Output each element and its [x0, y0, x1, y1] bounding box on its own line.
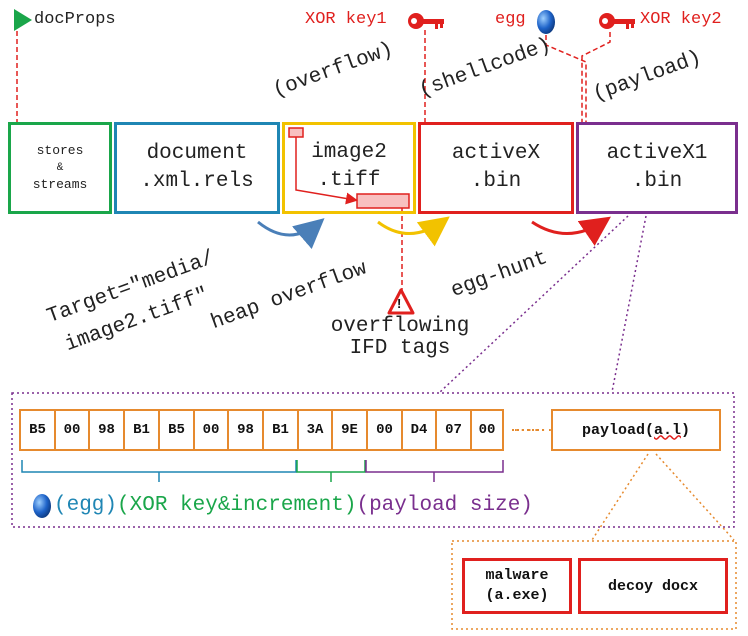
- egg-hunt-arrow: [531, 216, 611, 246]
- legend-egg-icon: [33, 494, 51, 518]
- activex1-line1: activeX1: [606, 142, 708, 165]
- hex-byte: 9E: [333, 411, 368, 449]
- legend-egg: (egg): [54, 494, 118, 517]
- decoy-docx-box: decoy docx: [578, 558, 728, 614]
- shellcode-arrow: [377, 216, 450, 247]
- payload-legend: (egg)(XOR key&increment)(payload size): [54, 494, 533, 517]
- zoom-line-left: [439, 215, 629, 393]
- legend-xor: (XOR key&increment): [117, 494, 357, 517]
- ifd-line1: overflowing: [330, 315, 470, 338]
- xor-key2-label: XOR key2: [640, 10, 722, 29]
- key2-dashed-line: [581, 32, 611, 122]
- egg-icon: [537, 10, 555, 34]
- document-line2: .xml.rels: [140, 170, 254, 193]
- xor-brace: [296, 460, 366, 482]
- warning-glyph: !: [397, 296, 402, 311]
- hex-ellipsis: ......: [512, 420, 554, 435]
- stores-line3: streams: [32, 177, 88, 192]
- image2-line2: .tiff: [317, 169, 381, 192]
- image2-tiff-box: image2 .tiff: [282, 122, 416, 214]
- hex-byte: B5: [21, 411, 56, 449]
- overflow-inner-arrow: [295, 137, 358, 205]
- payload-name-box: payload(a.l): [551, 409, 721, 451]
- hex-byte: 00: [368, 411, 403, 449]
- warning-icon: [387, 288, 415, 315]
- payload-zoom-left: [591, 453, 649, 541]
- hex-byte: 98: [90, 411, 125, 449]
- activex-bin-box: activeX .bin: [418, 122, 574, 214]
- size-brace: [365, 460, 504, 482]
- image2-line1: image2: [311, 141, 387, 164]
- xor-key1-label: XOR key1: [305, 10, 387, 29]
- activex-line2: .bin: [470, 170, 522, 193]
- hex-bytes-row: B5 00 98 B1 B5 00 98 B1 3A 9E 00 D4 07 0…: [19, 409, 504, 451]
- ifd-tags-label: overflowing IFD tags: [300, 316, 500, 360]
- payload-suffix: ): [681, 421, 691, 439]
- stores-streams-box: stores & streams: [8, 122, 112, 214]
- payload-zoom-right: [655, 453, 735, 541]
- ifd-line2: IFD tags: [349, 337, 451, 360]
- hex-byte: 00: [478, 422, 496, 438]
- docprops-label: docProps: [34, 10, 116, 29]
- egg-dashed-line: [545, 35, 587, 122]
- hex-byte: 00: [195, 411, 229, 449]
- activex1-line2: .bin: [631, 170, 683, 193]
- egg-label: egg: [495, 10, 526, 29]
- activex-line1: activeX: [451, 142, 541, 165]
- key2-icon: [599, 13, 635, 29]
- legend-size: (payload size): [356, 494, 533, 517]
- hex-byte: 3A: [299, 411, 333, 449]
- heap-overflow-arrow: [257, 218, 325, 250]
- egg-brace: [21, 460, 297, 482]
- key-icon: [408, 13, 444, 29]
- hex-byte: 98: [229, 411, 264, 449]
- malware-line2: (a.exe): [485, 587, 549, 604]
- payload-structure-container: [11, 392, 735, 528]
- malware-line1: malware: [485, 567, 549, 584]
- hex-byte: B1: [264, 411, 299, 449]
- decoy-label: decoy docx: [607, 577, 698, 595]
- zoom-line-right: [611, 215, 647, 393]
- payload-prefix: payload(: [581, 421, 654, 439]
- docprops-flag-icon: [14, 9, 32, 31]
- stores-line1: stores: [36, 143, 84, 158]
- document-line1: document: [146, 142, 248, 165]
- hex-byte: B5: [160, 411, 195, 449]
- hex-byte: B1: [125, 411, 160, 449]
- payload-filename: a.l: [653, 421, 681, 439]
- stores-line2: &: [56, 162, 64, 174]
- hex-byte: 07: [437, 411, 472, 449]
- hex-byte: D4: [403, 411, 437, 449]
- hex-byte: 00: [56, 411, 90, 449]
- activex1-bin-box: activeX1 .bin: [576, 122, 738, 214]
- malware-box: malware (a.exe): [462, 558, 572, 614]
- payload-content-container: [451, 540, 737, 630]
- document-xml-rels-box: document .xml.rels: [114, 122, 280, 214]
